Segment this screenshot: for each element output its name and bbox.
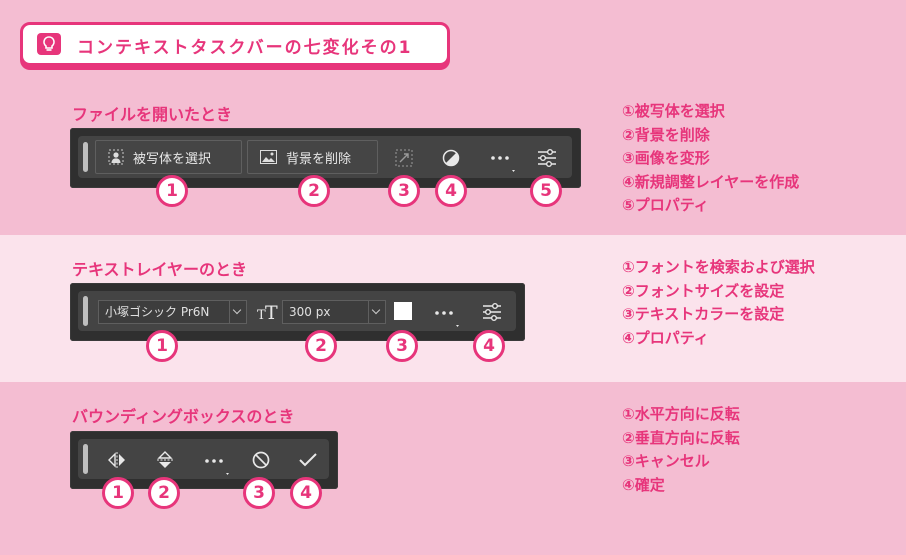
legend-item: ②垂直方向に反転 — [622, 428, 740, 447]
chevron-down-icon — [368, 301, 385, 323]
cancel-icon[interactable] — [251, 450, 271, 470]
person-icon — [108, 149, 124, 165]
more-icon[interactable] — [434, 305, 464, 329]
transform-icon[interactable] — [395, 149, 413, 167]
legend-item: ③画像を変形 — [622, 149, 710, 167]
font-size-select[interactable]: 300 px — [282, 300, 386, 324]
drag-handle[interactable] — [83, 444, 88, 474]
section2-heading: テキストレイヤーのとき — [72, 260, 248, 279]
flip-horizontal-icon[interactable] — [107, 450, 127, 470]
font-size-value: 300 px — [289, 305, 331, 319]
legend-item: ①水平方向に反転 — [622, 405, 740, 423]
badge-3: 3 — [386, 330, 418, 362]
legend-item: ②背景を削除 — [622, 125, 710, 144]
badge-2: 2 — [305, 330, 337, 362]
font-family-select[interactable]: 小塚ゴシック Pr6N — [98, 300, 247, 324]
legend-item: ④確定 — [622, 475, 665, 494]
legend-item: ①被写体を選択 — [622, 102, 725, 120]
color-swatch-icon[interactable] — [394, 302, 412, 320]
chevron-down-icon — [229, 301, 246, 323]
legend-item: ④新規調整レイヤーを作成 — [622, 172, 800, 191]
badge-5: 5 — [530, 175, 562, 207]
remove-background-button[interactable]: 背景を削除 — [247, 140, 378, 174]
title-box: コンテキストタスクバーの七変化その1 — [20, 22, 450, 66]
section1-legend: ①被写体を選択 ②背景を削除 ③画像を変形 ④新規調整レイヤーを作成 ⑤プロパテ… — [622, 100, 799, 218]
badge-2: 2 — [148, 477, 180, 509]
font-family-value: 小塚ゴシック Pr6N — [105, 305, 210, 319]
contextual-taskbar-text: 小塚ゴシック Pr6N T T 300 px — [70, 283, 525, 341]
page-title: コンテキストタスクバーの七変化その1 — [77, 38, 413, 58]
commit-icon[interactable] — [298, 450, 318, 470]
remove-background-label: 背景を削除 — [286, 151, 352, 167]
image-icon — [260, 150, 277, 164]
legend-item: ⑤プロパティ — [622, 196, 709, 214]
badge-1: 1 — [146, 330, 178, 362]
badge-2: 2 — [298, 175, 330, 207]
adjustment-icon[interactable] — [442, 149, 460, 167]
select-subject-label: 被写体を選択 — [133, 151, 212, 167]
badge-4: 4 — [435, 175, 467, 207]
drag-handle[interactable] — [83, 296, 88, 326]
section2-legend: ①フォントを検索および選択 ②フォントサイズを設定 ③テキストカラーを設定 ④プ… — [622, 256, 815, 350]
lightbulb-icon — [37, 33, 61, 55]
svg-text:T: T — [265, 303, 278, 321]
section1-heading: ファイルを開いたとき — [72, 105, 233, 124]
badge-4: 4 — [290, 477, 322, 509]
properties-icon[interactable] — [482, 302, 502, 322]
more-icon[interactable] — [204, 453, 234, 477]
badge-1: 1 — [156, 175, 188, 207]
legend-item: ②フォントサイズを設定 — [622, 281, 785, 300]
badge-3: 3 — [388, 175, 420, 207]
legend-item: ④プロパティ — [622, 328, 709, 347]
section3-heading: バウンディングボックスのとき — [72, 407, 295, 426]
badge-1: 1 — [102, 477, 134, 509]
flip-vertical-icon[interactable] — [155, 450, 175, 470]
section3-legend: ①水平方向に反転 ②垂直方向に反転 ③キャンセル ④確定 — [622, 403, 740, 497]
drag-handle[interactable] — [83, 142, 88, 172]
svg-text:T: T — [257, 308, 266, 321]
more-icon[interactable] — [490, 150, 520, 174]
legend-item: ③テキストカラーを設定 — [622, 305, 785, 323]
legend-item: ①フォントを検索および選択 — [622, 258, 815, 276]
badge-4: 4 — [473, 330, 505, 362]
legend-item: ③キャンセル — [622, 452, 710, 470]
text-size-icon: T T — [257, 303, 278, 321]
badge-3: 3 — [243, 477, 275, 509]
properties-icon[interactable] — [537, 148, 557, 168]
select-subject-button[interactable]: 被写体を選択 — [95, 140, 242, 174]
contextual-taskbar-file: 被写体を選択 背景を削除 — [70, 128, 581, 188]
